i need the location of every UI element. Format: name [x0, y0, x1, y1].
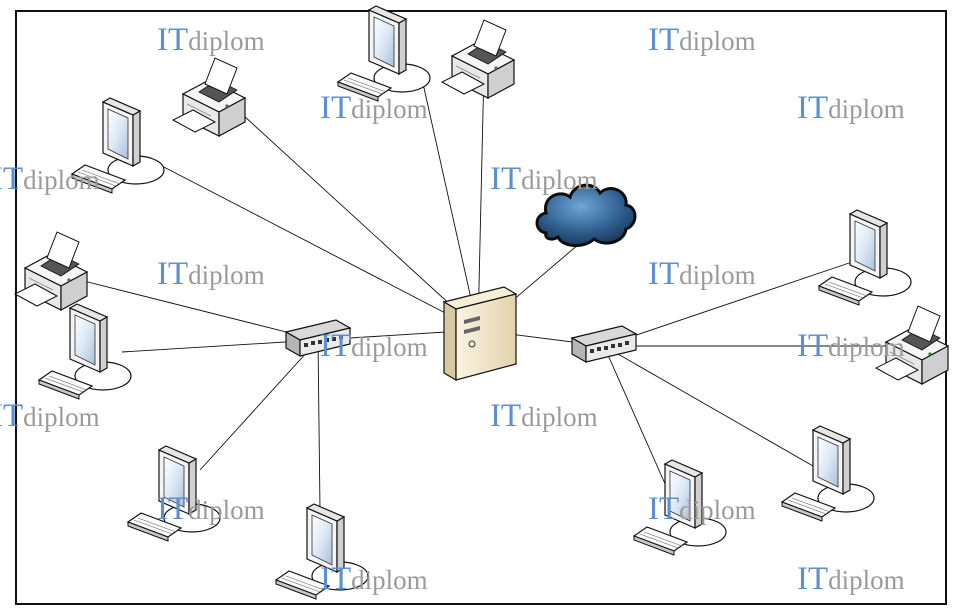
- link-switch-left-workstation-left: [121, 339, 319, 353]
- switch-left-icon: [285, 319, 351, 357]
- internet-cloud-icon: [535, 183, 637, 247]
- workstation-bottom-right-icon: [633, 459, 727, 556]
- link-switch-left-printer-left: [59, 274, 319, 341]
- printer-top-left-icon: [172, 57, 246, 137]
- link-switch-left-workstation-bottom-center: [317, 339, 321, 511]
- link-switch-right-workstation-bottom-right: [603, 345, 671, 496]
- link-server-workstation-top-center: [419, 69, 479, 331]
- link-layer: [59, 67, 892, 511]
- workstation-top-left-icon: [71, 97, 165, 194]
- printer-left-icon: [14, 231, 88, 311]
- workstation-bottom-left-icon: [127, 445, 221, 542]
- node-layer: [14, 5, 949, 600]
- printer-top-center-icon: [441, 19, 515, 99]
- workstation-bottom-center-icon: [275, 503, 369, 600]
- server-icon: [443, 286, 517, 381]
- link-switch-right-workstation-right-top: [603, 261, 853, 347]
- link-server-workstation-top-left: [159, 164, 479, 331]
- workstation-right-bottom-icon: [781, 425, 875, 522]
- switch-right-icon: [571, 325, 637, 363]
- workstation-left-icon: [38, 303, 132, 400]
- workstation-top-center-icon: [337, 5, 431, 102]
- link-switch-left-workstation-bottom-left: [199, 339, 319, 471]
- workstation-right-top-icon: [818, 209, 912, 306]
- link-server-printer-top-center: [477, 67, 485, 331]
- link-server-printer-top-left: [231, 104, 479, 331]
- printer-right-icon: [875, 305, 949, 385]
- link-switch-right-workstation-right-bottom: [603, 345, 821, 471]
